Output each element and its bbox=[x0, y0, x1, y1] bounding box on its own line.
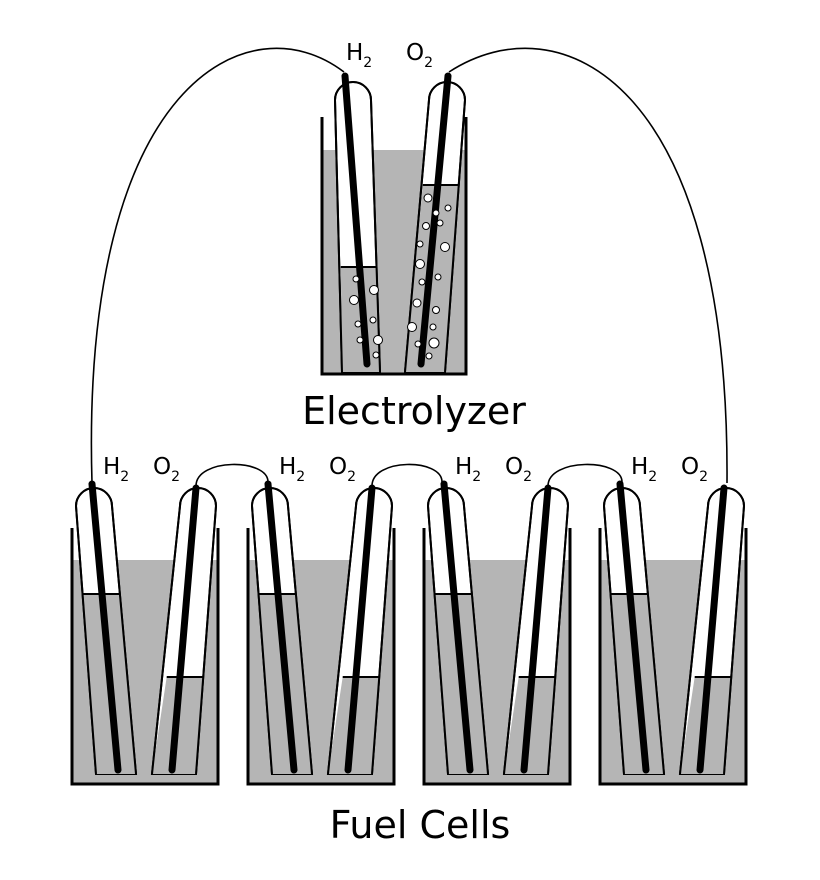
fuel-cell-h2-label: H2 bbox=[631, 454, 657, 485]
fuel-cell-beaker bbox=[246, 528, 396, 786]
fuel-cell-h2-electrode bbox=[88, 480, 122, 774]
fuel-cell-o2-electrode bbox=[696, 484, 728, 774]
fuel-cell-o2-electrode bbox=[344, 484, 376, 774]
wire-cell1-o2-to-cell2-h2 bbox=[195, 463, 269, 487]
electrolyzer-o2-label: O2 bbox=[406, 40, 433, 71]
fuel-cell-2: H2 O2 bbox=[246, 454, 396, 786]
electrolyzer-h2-tube bbox=[333, 81, 382, 373]
electrolyzer-h2-label: H2 bbox=[346, 40, 372, 71]
electrolyzer-anode-electrode bbox=[417, 72, 452, 368]
wires bbox=[90, 47, 728, 487]
electrolyzer-cathode-electrode bbox=[341, 72, 371, 368]
wire-electrolyzer-h2-to-cell1-h2 bbox=[90, 47, 345, 484]
fuel-cell-beaker bbox=[422, 528, 572, 786]
fuel-cells: H2 O2 bbox=[70, 454, 748, 786]
fuel-cell-o2-label: O2 bbox=[153, 454, 180, 485]
fuel-cell-h2-electrode bbox=[264, 480, 298, 774]
fuel-cell-h2-label: H2 bbox=[103, 454, 129, 485]
electrolyzer-caption: Electrolyzer bbox=[302, 389, 526, 433]
fuel-cell-o2-electrode bbox=[168, 484, 200, 774]
fuel-cell-h2-electrode bbox=[440, 480, 474, 774]
fuel-cell-4: H2 O2 bbox=[598, 454, 748, 786]
electrolyzer-beaker bbox=[320, 117, 468, 376]
fuel-cells-caption: Fuel Cells bbox=[330, 803, 511, 847]
fuel-cell-h2-electrode bbox=[616, 480, 650, 774]
fuel-cell-o2-label: O2 bbox=[505, 454, 532, 485]
wire-cell3-o2-to-cell4-h2 bbox=[547, 463, 623, 487]
fuel-cell-beaker bbox=[70, 528, 220, 786]
fuel-cell-h2-label: H2 bbox=[455, 454, 481, 485]
wire-cell2-o2-to-cell3-h2 bbox=[371, 463, 443, 487]
wire-electrolyzer-o2-to-cell4-o2 bbox=[448, 47, 728, 484]
fuel-cell-beaker bbox=[598, 528, 748, 786]
electrolyzer: H2 O2 Electrolyzer bbox=[302, 40, 526, 433]
fuel-cell-o2-label: O2 bbox=[681, 454, 708, 485]
fuel-cell-o2-electrode bbox=[520, 484, 552, 774]
electrolyzer-bubbles bbox=[349, 193, 452, 360]
fuel-cell-h2-label: H2 bbox=[279, 454, 305, 485]
fuel-cell-o2-label: O2 bbox=[329, 454, 356, 485]
fuel-cell-1: H2 O2 bbox=[70, 454, 220, 786]
fuel-cell-3: H2 O2 bbox=[422, 454, 572, 786]
